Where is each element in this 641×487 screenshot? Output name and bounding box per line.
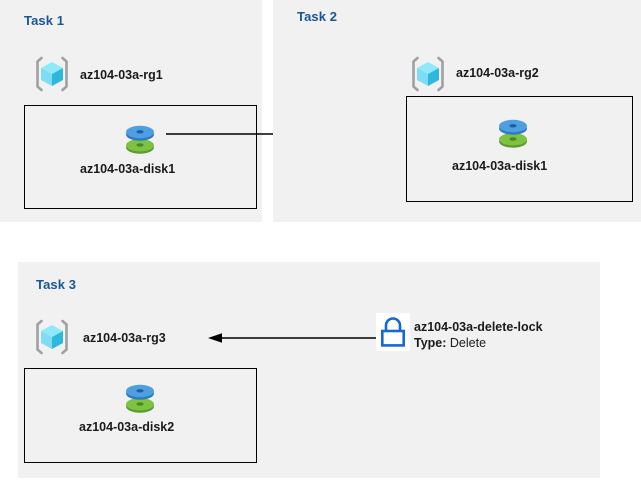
- resource-group-label-rg1: az104-03a-rg1: [80, 68, 163, 82]
- disk-icon: [493, 110, 533, 154]
- lock-type-label: Type:: [414, 335, 447, 350]
- lock-name-label: az104-03a-delete-lock: [414, 320, 543, 334]
- panel-task-3: [18, 262, 600, 478]
- resource-group-icon: [408, 54, 448, 94]
- lock-type-line: Type: Delete: [414, 336, 543, 352]
- resource-group-icon: [32, 54, 72, 94]
- panel-title-task-2: Task 2: [297, 9, 338, 24]
- disk-label-disk2: az104-03a-disk2: [79, 420, 175, 434]
- panel-title-task-1: Task 1: [24, 13, 65, 28]
- resource-group-icon: [32, 317, 72, 357]
- resource-group-boundary-rg2: [406, 96, 633, 202]
- panel-title-task-3: Task 3: [36, 277, 77, 292]
- lock-icon: [376, 313, 410, 351]
- lock-type-value: Delete: [449, 335, 487, 350]
- resource-group-boundary-rg3: [24, 368, 257, 463]
- disk-icon: [120, 116, 160, 160]
- resource-group-label-rg3: az104-03a-rg3: [83, 331, 166, 345]
- disk-label-disk1-task1: az104-03a-disk1: [80, 162, 176, 176]
- resource-group-boundary-rg1: [24, 105, 257, 209]
- lock-annotation: az104-03a-delete-lock Type: Delete: [414, 320, 543, 351]
- panel-task-2: [273, 0, 641, 222]
- resource-group-label-rg2: az104-03a-rg2: [456, 66, 539, 80]
- disk-label-disk1-task2: az104-03a-disk1: [452, 159, 548, 173]
- panel-task-1: [0, 0, 262, 222]
- connector-lock-to-rg3: [208, 330, 376, 346]
- disk-icon: [120, 375, 160, 419]
